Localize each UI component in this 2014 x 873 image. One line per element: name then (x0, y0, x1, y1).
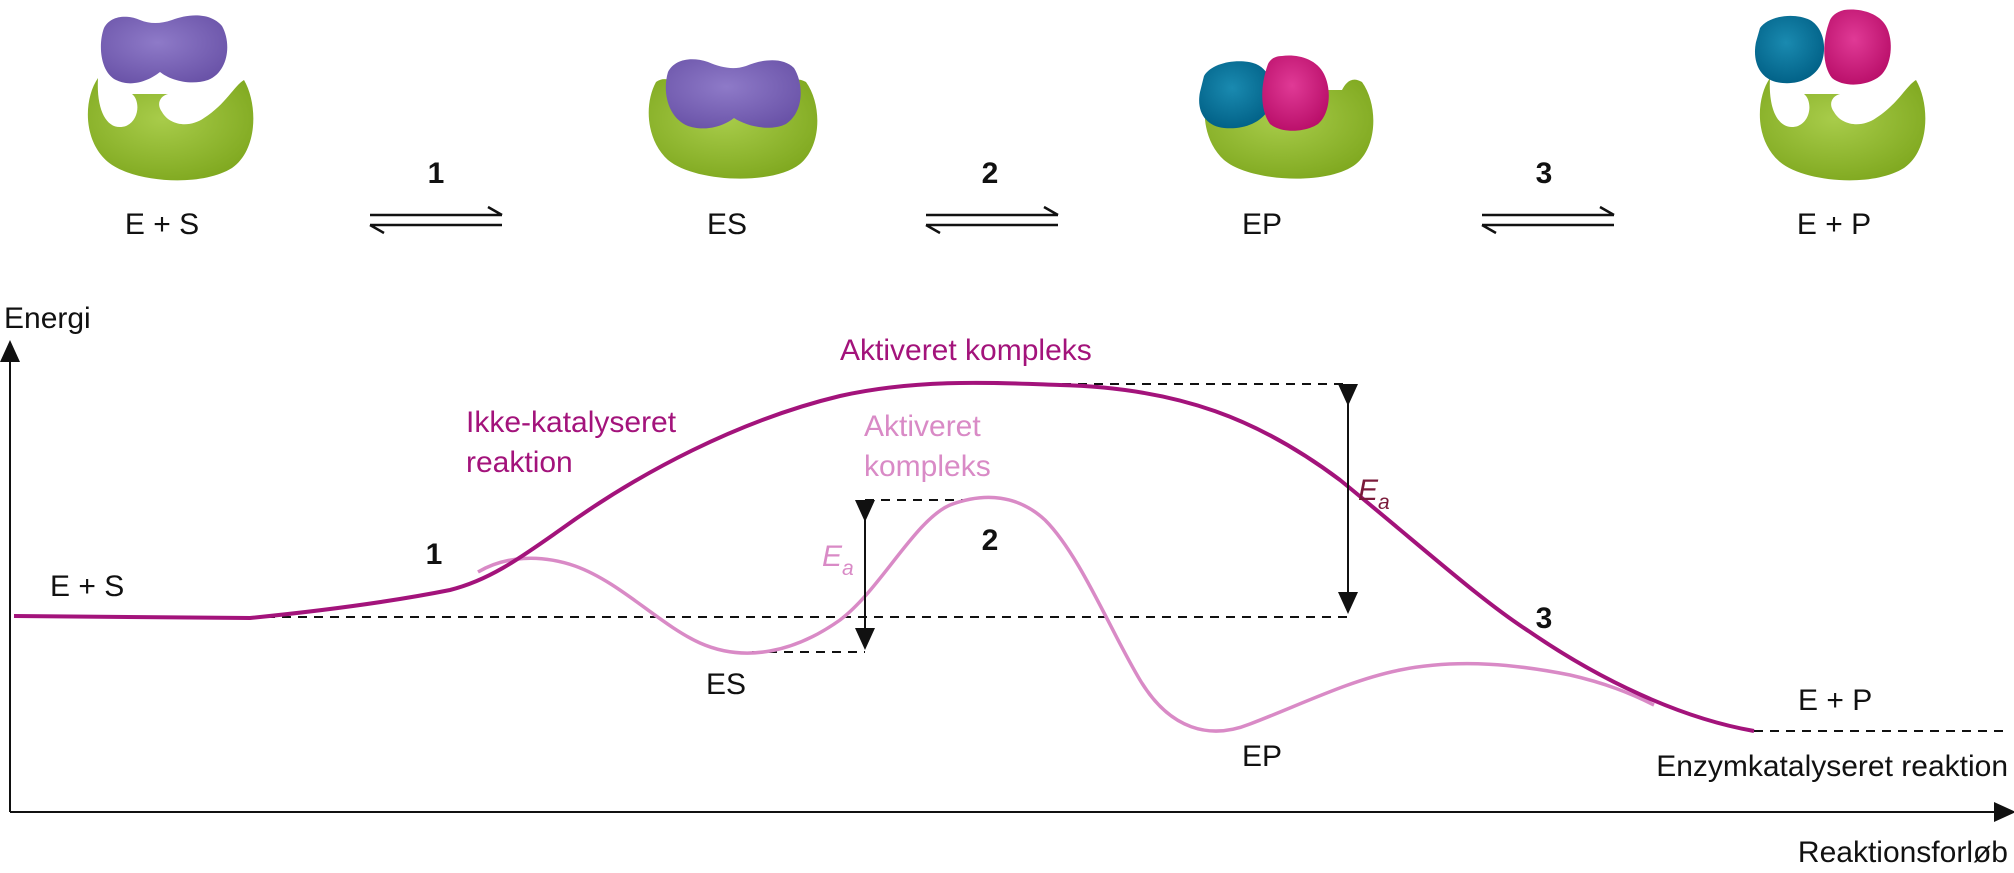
state-label-start: E + S (50, 570, 124, 603)
stage-label-e-plus-s: E + S (125, 208, 199, 241)
equilibrium-arrow-3: 3 (1481, 157, 1615, 235)
stage-e-plus-s-illustration (87, 15, 254, 181)
stage-label-ep: EP (1242, 208, 1282, 241)
uncatalyzed-label-line1: Ikke-katalyseret (466, 406, 677, 439)
ea-subscript: a (842, 557, 854, 580)
catalyzed-complex-label-line2: kompleks (864, 450, 991, 483)
equilibrium-arrow-1: 1 (369, 157, 503, 235)
ea-label-uncatalyzed: Ea (1358, 474, 1390, 514)
step-number-3: 3 (1536, 157, 1553, 190)
step-number-2: 2 (982, 157, 999, 190)
substrate-shape (100, 15, 228, 84)
stage-label-es: ES (707, 208, 747, 241)
substrate-shape (665, 59, 801, 129)
x-axis-label: Reaktionsforløb (1798, 836, 2008, 869)
product-blue-shape (1199, 61, 1273, 129)
ea-label-catalyzed: Ea (822, 540, 854, 580)
equilibrium-arrow-icon (925, 205, 1059, 235)
product-pink-shape (1824, 9, 1891, 85)
y-axis-label: Energi (4, 302, 91, 335)
equilibrium-arrow-icon (1481, 205, 1615, 235)
equilibrium-arrow-icon (369, 205, 503, 235)
product-blue-shape (1754, 15, 1825, 84)
step-number-1: 1 (428, 157, 445, 190)
ea-symbol: E (822, 540, 843, 573)
catalyzed-complex-label-line1: Aktiveret (864, 410, 981, 443)
catalyzed-reaction-label: Enzymkatalyseret reaktion (1656, 750, 2008, 783)
stage-label-e-plus-p: E + P (1797, 208, 1871, 241)
enzyme-shape (1759, 78, 1926, 181)
uncatalyzed-complex-label: Aktiveret kompleks (840, 334, 1092, 367)
ea-symbol: E (1358, 474, 1379, 507)
catalyzed-reaction-curve (477, 495, 1655, 733)
equilibrium-arrow-2: 2 (925, 157, 1059, 235)
product-pink-shape (1262, 55, 1329, 131)
state-label-es: ES (706, 668, 746, 701)
stage-ep-illustration (1199, 55, 1374, 179)
ea-subscript: a (1378, 491, 1390, 514)
state-label-ep: EP (1242, 740, 1282, 773)
diagram-step-1: 1 (426, 538, 443, 571)
enzyme-shape (87, 78, 254, 181)
state-label-end: E + P (1798, 684, 1872, 717)
stage-es-illustration (648, 59, 818, 179)
diagram-step-2: 2 (982, 524, 999, 557)
stage-e-plus-p-illustration (1754, 9, 1926, 181)
diagram-step-3: 3 (1536, 602, 1553, 635)
uncatalyzed-reaction-curve (13, 380, 1755, 733)
uncatalyzed-label-line2: reaktion (466, 446, 573, 479)
